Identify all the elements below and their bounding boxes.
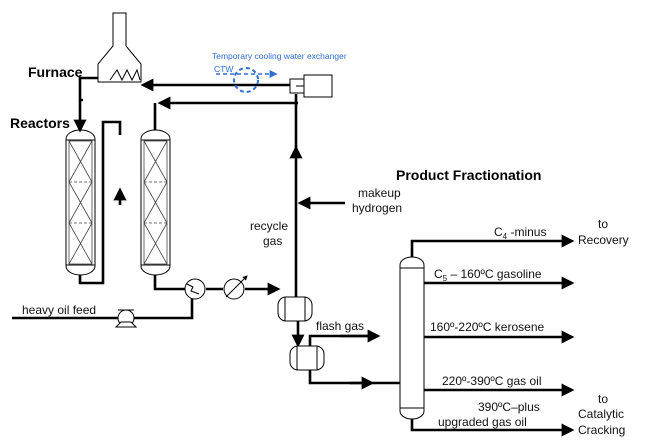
upgraded-gas-oil-label-line1: 390ºC–plus: [478, 400, 540, 414]
temporary-cooling-exchanger: [216, 67, 278, 93]
upgraded-gas-oil-label-line2: upgraded gas oil: [438, 415, 527, 429]
feed-pump: [114, 309, 138, 328]
reactor-2: [140, 129, 171, 276]
high-pressure-separator: [277, 296, 313, 322]
flash-gas-label: flash gas: [316, 319, 364, 333]
to-cracking-label-line3: Cracking: [578, 423, 625, 437]
kerosene-label: 160º-220ºC kerosene: [430, 320, 544, 334]
reactors-label: Reactors: [10, 115, 70, 131]
gas-oil-label: 220º-390ºC gas oil: [442, 374, 542, 388]
recycle-gas-label-line1: recycle: [250, 219, 288, 233]
heavy-oil-feed-label: heavy oil feed: [22, 303, 96, 317]
ctw-label: CTW: [214, 64, 233, 74]
to-recovery-label-line2: Recovery: [578, 233, 629, 247]
recycle-compressor: [289, 74, 333, 98]
makeup-hydrogen-label-line1: makeup: [358, 186, 401, 200]
c4-minus-label: C4 -minus: [494, 225, 546, 241]
recycle-gas-label-line2: gas: [263, 234, 282, 248]
product-fractionation-title: Product Fractionation: [396, 167, 541, 183]
furnace: [97, 12, 142, 83]
reactor-1: [65, 129, 96, 276]
to-cracking-label-line2: Catalytic: [578, 407, 624, 421]
temporary-exchanger-label: Temporary cooling water exchanger: [212, 51, 347, 61]
furnace-label: Furnace: [28, 64, 83, 80]
effluent-cooler: [223, 275, 248, 300]
c5-gasoline-label: C5 – 160ºC gasoline: [434, 267, 542, 283]
fractionation-column: [399, 256, 425, 420]
process-piping: [12, 76, 575, 437]
to-recovery-label-line1: to: [598, 217, 608, 231]
low-pressure-separator: [289, 345, 325, 371]
feed-effluent-exchanger: [184, 278, 206, 300]
makeup-hydrogen-label-line2: hydrogen: [352, 201, 402, 215]
to-cracking-label-line1: to: [598, 392, 608, 406]
